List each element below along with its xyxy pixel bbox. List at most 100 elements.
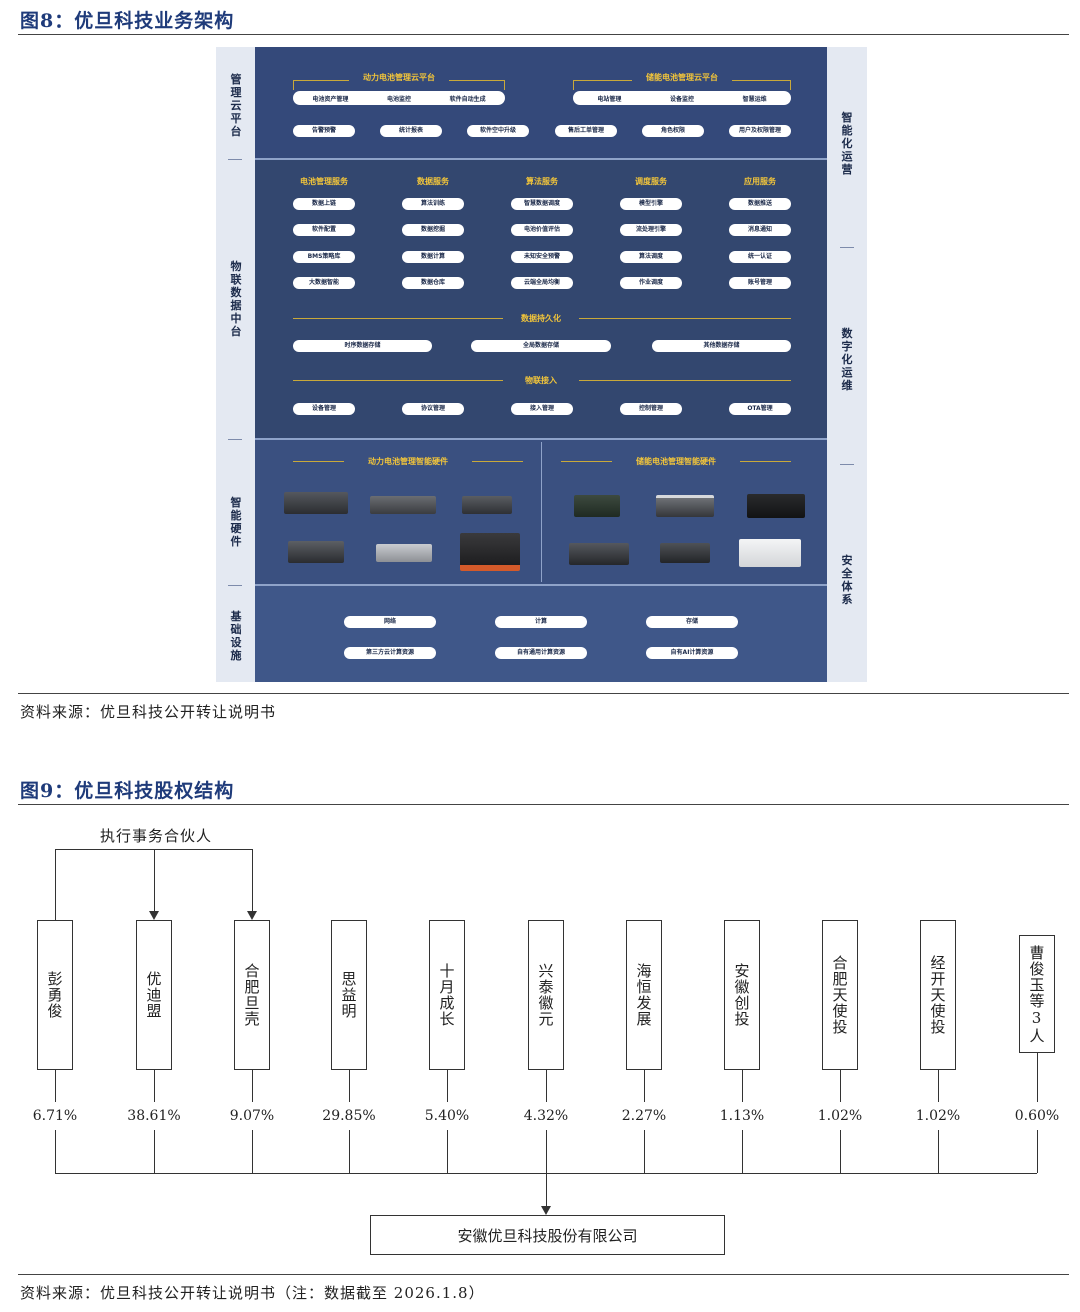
- hardware-device-image: [460, 533, 520, 571]
- hardware-device-image: [288, 541, 344, 563]
- layer-separator: [255, 158, 827, 160]
- service-item-pill: 数据仓库: [402, 277, 464, 289]
- shareholder-connector: [644, 1130, 645, 1173]
- infra-pill: 自有AI计算资源: [646, 647, 738, 659]
- iot-pill: 接入管理: [511, 403, 573, 415]
- service-item-pill: 作业调度: [620, 277, 682, 289]
- hardware-device-image: [462, 496, 512, 514]
- service-column-title: 调度服务: [635, 177, 667, 186]
- company-connector: [546, 1173, 547, 1206]
- gp-arrowhead: [247, 911, 257, 920]
- shareholder-percentage: 9.07%: [229, 1108, 275, 1124]
- left-label-cloud: 管理云平台: [230, 73, 242, 138]
- service-item-pill: 数据计算: [402, 251, 464, 263]
- shareholder-box: 彭勇俊: [37, 920, 73, 1070]
- figure8-source: 资料来源：优旦科技公开转让说明书: [20, 703, 277, 721]
- hardware-device-image: [574, 495, 620, 517]
- service-item-pill: 算法训练: [402, 198, 464, 210]
- storage-cloud-item: 电站管理: [597, 95, 622, 103]
- shareholder-connector: [840, 1130, 841, 1173]
- figure9-source-rule: [18, 1274, 1069, 1275]
- left-label-infra: 基础设施: [230, 610, 242, 662]
- shareholder-box: 合肥天使投: [822, 920, 858, 1070]
- cloud-feature-pill: 用户及权限管理: [729, 125, 791, 137]
- figure9-title: 图9：优旦科技股权结构: [20, 780, 235, 802]
- service-item-pill: 云端全局均衡: [511, 277, 573, 289]
- service-item-pill: 未知安全预警: [511, 251, 573, 263]
- service-column-title: 应用服务: [744, 177, 776, 186]
- shareholder-percentage: 1.02%: [915, 1108, 961, 1124]
- shareholder-box: 安徽创投: [724, 920, 760, 1070]
- power-hardware-title: 动力电池管理智能硬件: [344, 456, 472, 467]
- business-architecture-diagram: 管理云平台 物联数据中台 智能硬件 基础设施 智能化运营 数字化运维 安全体系 …: [216, 47, 867, 682]
- shareholder-name: 优迪盟: [144, 971, 163, 1019]
- persist-line-left: [293, 318, 503, 319]
- shareholder-name: 海恒发展: [634, 963, 653, 1027]
- service-item-pill: 软件配置: [293, 224, 355, 236]
- hardware-device-image: [656, 495, 714, 517]
- company-box: 安徽优旦科技股份有限公司: [370, 1215, 725, 1255]
- company-arrowhead: [541, 1206, 551, 1215]
- shareholder-connector: [840, 1070, 841, 1102]
- service-item-pill: 数据挖掘: [402, 224, 464, 236]
- shareholder-name: 思益明: [339, 971, 358, 1019]
- persist-pill: 时序数据存储: [293, 340, 432, 352]
- persist-pill: 其他数据存储: [652, 340, 791, 352]
- shareholder-name: 合肥旦壳: [242, 963, 261, 1027]
- shareholder-name: 兴泰徽元: [536, 963, 555, 1027]
- iot-pill: 设备管理: [293, 403, 355, 415]
- left-side-tick: [228, 585, 242, 586]
- service-column-title: 算法服务: [526, 177, 558, 186]
- service-item-pill: 算法调度: [620, 251, 682, 263]
- service-column-title: 数据服务: [417, 177, 449, 186]
- service-item-pill: 消息通知: [729, 224, 791, 236]
- service-item-pill: 数据推送: [729, 198, 791, 210]
- figure9-source: 资料来源：优旦科技公开转让说明书（注：数据截至 2026.1.8）: [20, 1284, 485, 1302]
- service-item-pill: 统一认证: [729, 251, 791, 263]
- service-item-pill: 电池价值评估: [511, 224, 573, 236]
- shareholder-connector: [644, 1070, 645, 1102]
- shareholder-percentage: 38.61%: [127, 1108, 181, 1124]
- left-side-tick: [228, 159, 242, 160]
- shareholder-box: 曹俊玉等3人: [1019, 935, 1055, 1053]
- figure8-title-rule: [18, 34, 1069, 35]
- iot-line-left: [293, 380, 503, 381]
- infra-pill: 自有通用计算资源: [495, 647, 587, 659]
- shareholder-name: 经开天使投: [928, 955, 947, 1035]
- shareholder-connector: [938, 1130, 939, 1173]
- shareholder-box: 经开天使投: [920, 920, 956, 1070]
- shareholder-connector: [742, 1130, 743, 1173]
- hardware-device-image: [660, 543, 710, 563]
- shareholder-connector: [1037, 1130, 1038, 1173]
- shareholder-percentage: 1.02%: [817, 1108, 863, 1124]
- power-cloud-item: 软件自动生成: [449, 95, 486, 103]
- general-partner-label: 执行事务合伙人: [100, 827, 213, 845]
- right-label-security: 安全体系: [841, 554, 853, 606]
- service-item-pill: 数据上链: [293, 198, 355, 210]
- gp-arrowhead: [149, 911, 159, 920]
- right-side-tick: [840, 464, 854, 465]
- storage-cloud-item: 设备监控: [669, 95, 694, 103]
- storage-cloud-title: 储能电池管理云平台: [632, 72, 732, 83]
- right-label-maint: 数字化运维: [841, 327, 853, 392]
- hardware-divider: [541, 442, 542, 582]
- service-item-pill: 流处理引擎: [620, 224, 682, 236]
- shareholder-percentage: 5.40%: [424, 1108, 470, 1124]
- infra-pill: 存储: [646, 616, 738, 628]
- shareholder-connector: [55, 1130, 56, 1173]
- cloud-feature-pill: 统计报表: [380, 125, 442, 137]
- hardware-device-image: [739, 539, 801, 567]
- left-label-hardware: 智能硬件: [230, 496, 242, 548]
- iot-pill: OTA管理: [729, 403, 791, 415]
- shareholder-connector: [349, 1130, 350, 1173]
- shareholder-connector: [349, 1070, 350, 1102]
- gp-connector-left: [55, 849, 56, 920]
- cloud-feature-pill: 软件空中升级: [467, 125, 529, 137]
- shareholder-name: 曹俊玉等3人: [1027, 944, 1046, 1044]
- shareholder-connector: [447, 1130, 448, 1173]
- gp-connector-arrow: [252, 849, 253, 911]
- shareholder-percentage: 2.27%: [621, 1108, 667, 1124]
- shareholder-box: 兴泰徽元: [528, 920, 564, 1070]
- iot-pill: 协议管理: [402, 403, 464, 415]
